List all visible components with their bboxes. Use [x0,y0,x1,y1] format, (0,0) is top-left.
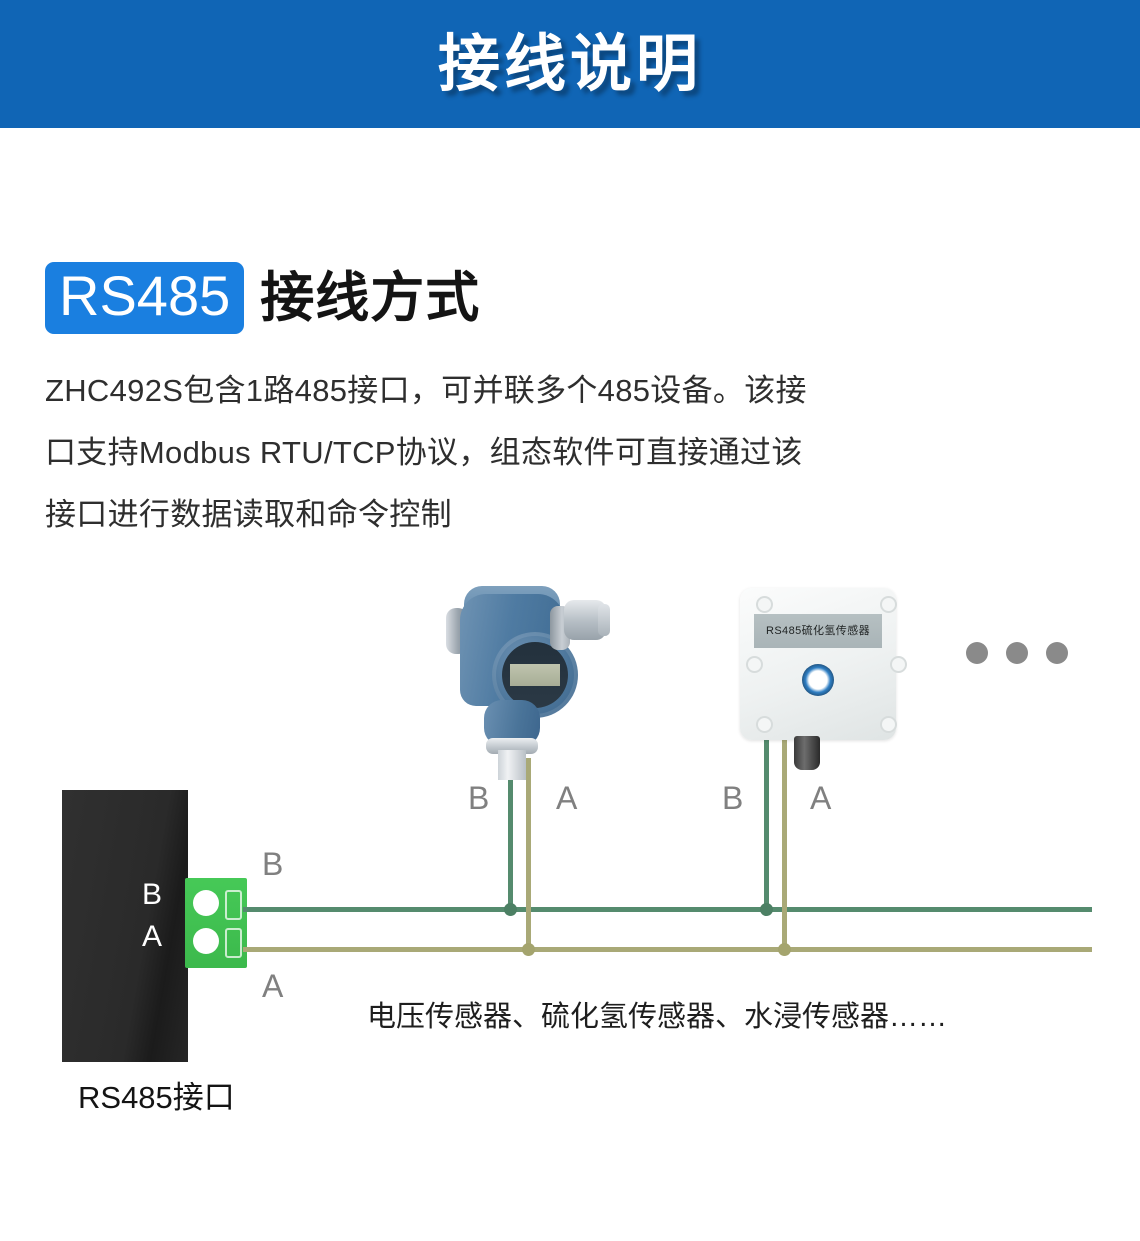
controller-terminal-label-a: A [142,920,163,953]
device-pressure-transmitter [438,580,618,780]
device2-label-a: A [810,780,832,816]
transmitter-connector-cap [598,604,610,636]
bus-label-b: B [262,846,284,882]
terminal-screw-b-icon [193,890,219,916]
device1-label-b: B [468,780,490,816]
device1-label-a: A [556,780,578,816]
transmitter-display-bezel [492,632,578,718]
mounting-hole-icon [880,596,897,613]
h2s-sensor-cable-gland [794,736,820,770]
device2-label-b: B [722,780,744,816]
mounting-hole-icon [890,656,907,673]
rs485-badge: RS485 [45,262,245,334]
sensors-caption: 电压传感器、硫化氢传感器、水浸传感器…… [367,1001,948,1033]
controller-module [62,790,188,1062]
more-devices-dot-icon [966,642,988,664]
mounting-hole-icon [746,656,763,673]
page-title: 接线说明 [437,30,702,99]
more-devices-dot-icon [1006,642,1028,664]
description-line-2: 口支持Modbus RTU/TCP协议，组态软件可直接通过该 [45,435,803,470]
more-devices-dot-icon [1046,642,1068,664]
bus-wire-a [243,947,1092,952]
device2-junction-b [760,903,773,916]
h2s-sensor-panel-label: RS485硫化氢传感器 [754,614,882,648]
device2-wire-b [764,732,769,910]
h2s-sensor-enclosure: RS485硫化氢传感器 [740,588,907,740]
controller-terminal-label-b: B [142,878,163,911]
transmitter-housing [460,594,578,718]
terminal-screw-a-icon [193,928,219,954]
h2s-sensor-indicator-icon [802,664,834,696]
controller-caption: RS485接口 [78,1080,235,1115]
wiring-diagram: B A B A B A B A [0,560,1140,1160]
transmitter-display-glass [502,642,568,708]
green-terminal-block [185,878,247,968]
device2-junction-a [778,943,791,956]
terminal-slot-b-icon [225,890,242,920]
device1-wire-a [526,758,531,950]
mounting-hole-icon [880,716,897,733]
section-heading-text: 接线方式 [260,268,481,328]
page-header-banner: 接线说明 [0,0,1140,128]
bus-label-a: A [262,968,284,1004]
device-h2s-sensor: RS485硫化氢传感器 [728,588,908,770]
description-line-1: ZHC492S包含1路485接口，可并联多个485设备。该接 [45,373,807,408]
transmitter-probe-stem [498,750,526,780]
device1-junction-a [522,943,535,956]
terminal-slot-a-icon [225,928,242,958]
mounting-hole-icon [756,596,773,613]
device1-junction-b [504,903,517,916]
section-description: ZHC492S包含1路485接口，可并联多个485设备。该接 口支持Modbus… [45,360,945,546]
device1-wire-b [508,758,513,910]
transmitter-lcd-screen [510,664,560,686]
section-heading: RS485 接线方式 [45,262,480,334]
device2-wire-a [782,732,787,950]
bus-wire-b [243,907,1092,912]
description-line-3: 接口进行数据读取和命令控制 [45,497,452,532]
mounting-hole-icon [756,716,773,733]
